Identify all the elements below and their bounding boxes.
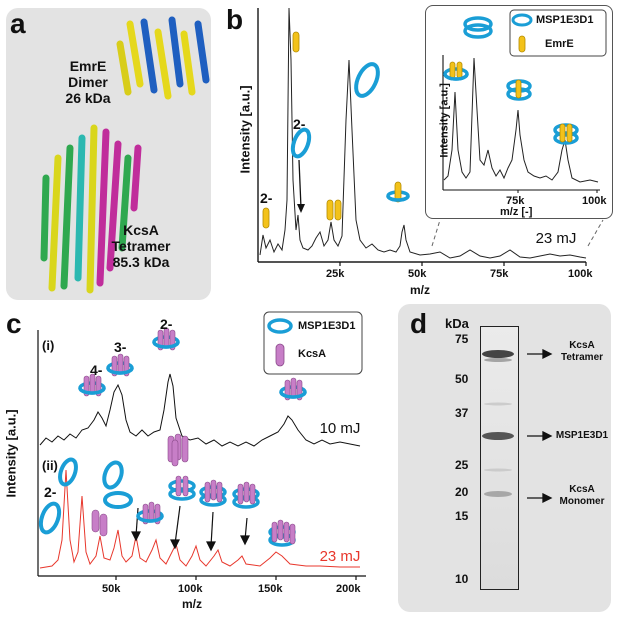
panel-c-trace-i: [39, 373, 361, 447]
panel-c-nanodisc-kcsa-icon: [232, 481, 260, 509]
panel-b-msp-ring-icon: [290, 127, 312, 159]
panel-c-tick-200k: 200k: [336, 583, 361, 595]
panel-b-peak-label-2: 2-: [293, 116, 306, 132]
panel-c-charge-4: 4-: [90, 362, 103, 378]
panel-c-msp-ring-icon: [103, 491, 133, 509]
panel-b-msp-ring-icon-2: [354, 62, 380, 98]
panel-c-trace-ii: [39, 469, 360, 569]
kcsa-structure: [40, 124, 142, 294]
panel-b-emre-monomer-icon: [262, 207, 270, 229]
ladder-37: 37: [455, 406, 469, 420]
panel-b-nanodisc-emre-icon: [386, 181, 410, 203]
panel-c-nanodisc-kcsa-icon: [268, 519, 296, 547]
panel-c-charge-2-ii: 2-: [44, 484, 57, 500]
panel-c-kcsa-monomer-icon: [91, 509, 108, 537]
band-label-msp1e3d1: MSP1E3D1: [555, 430, 609, 441]
panel-label-c: c: [6, 308, 22, 339]
kcsa-name: KcsA: [123, 222, 159, 238]
ladder-10: 10: [455, 572, 469, 586]
panel-label-b: b: [226, 4, 244, 35]
panel-c-charge-2: 2-: [160, 316, 173, 332]
gel-lane: [480, 326, 519, 590]
panel-c-trace-i-label: (i): [42, 338, 55, 353]
panel-c-kcsa-tetramer-icon: [167, 433, 189, 467]
emre-name: EmrE: [69, 58, 107, 74]
panel-c-tick-100k: 100k: [178, 583, 203, 595]
kcsa-mass: 85.3 kDa: [112, 254, 170, 270]
panel-d-unit: kDa: [445, 316, 469, 331]
inset-double-ring-icon: [463, 16, 493, 39]
panel-c-legend-msp-label: MSP1E3D1: [298, 320, 356, 332]
panel-b-emre-monomer-icon-2: [292, 31, 300, 53]
panel-b-axes: [257, 7, 604, 266]
inset-legend-emre-label: EmrE: [545, 38, 574, 50]
panel-label-d: d: [410, 308, 428, 339]
inset-legend-msp-icon: [511, 13, 533, 27]
inset-legend-emre-icon: [518, 35, 526, 53]
ladder-50: 50: [455, 372, 469, 386]
panel-c-nanodisc-kcsa-icon: [152, 327, 180, 351]
ladder-15: 15: [455, 509, 469, 523]
band-label-kcsa-monomer: KcsA Monomer: [559, 484, 605, 507]
inset-x-axis-label: m/z [-]: [500, 206, 533, 218]
panel-b-x-axis-label: m/z: [409, 283, 430, 297]
ladder-75: 75: [455, 332, 469, 346]
panel-c-nanodisc-kcsa-icon: [279, 377, 307, 401]
panel-b-emre-dimer-icon: [326, 199, 342, 221]
panel-b-tick-100k: 100k: [568, 268, 593, 280]
panel-b-peak-label-1: 2-: [260, 190, 273, 206]
panel-label-a: a: [10, 8, 26, 39]
panel-c-double-ring-icon: [102, 460, 124, 490]
inset-tick-75k: 75k: [506, 195, 525, 207]
panel-c-nanodisc-kcsa-icon: [106, 353, 134, 377]
panel-c-trace-ii-label: (ii): [42, 458, 58, 473]
inset-double-ring-emre-dimer-icon: [553, 123, 579, 145]
emre-mass: 26 kDa: [65, 90, 111, 106]
panel-c-charge-3: 3-: [114, 339, 127, 355]
panel-c-nanodisc-kcsa-icon: [78, 373, 106, 397]
panel-c-legend-kcsa-icon: [275, 343, 285, 367]
inset-double-ring-emre-icon: [506, 79, 532, 101]
panel-c-msp-ring-icon: [58, 457, 78, 487]
panel-b-trace: [259, 7, 587, 259]
inset-tick-100k: 100k: [582, 195, 607, 207]
panel-b-tick-25k: 25k: [326, 268, 345, 280]
panel-b-inset-plot: [442, 9, 607, 193]
panel-c-legend-kcsa-label: KcsA: [298, 348, 327, 360]
panel-c-tick-150k: 150k: [258, 583, 283, 595]
ladder-20: 20: [455, 485, 469, 499]
panel-c-energy-ii: 23 mJ: [319, 548, 361, 565]
emre-structure: [116, 16, 210, 100]
panel-c-x-axis-label: m/z: [181, 597, 202, 611]
panel-c-tick-50k: 50k: [102, 583, 121, 595]
panel-c-msp-ring-icon: [38, 501, 62, 535]
panel-b-tick-75k: 75k: [490, 268, 509, 280]
panel-c-nanodisc-kcsa-icon: [168, 475, 196, 501]
panel-b-energy: 23 mJ: [535, 230, 577, 247]
panel-c-legend-msp-icon: [267, 318, 293, 334]
inset-legend-msp-label: MSP1E3D1: [536, 14, 594, 26]
kcsa-oligomer: Tetramer: [111, 238, 171, 254]
ladder-25: 25: [455, 458, 469, 472]
panel-c-energy-i: 10 mJ: [319, 420, 361, 437]
emre-oligomer: Dimer: [68, 74, 108, 90]
inset-nanodisc-emre-dimer-icon: [443, 61, 469, 81]
band-label-kcsa-tetramer: KcsA Tetramer: [560, 340, 604, 363]
panel-c-nanodisc-kcsa-icon: [136, 501, 164, 525]
panel-b-tick-50k: 50k: [408, 268, 427, 280]
panel-c-nanodisc-kcsa-icon: [199, 479, 227, 507]
